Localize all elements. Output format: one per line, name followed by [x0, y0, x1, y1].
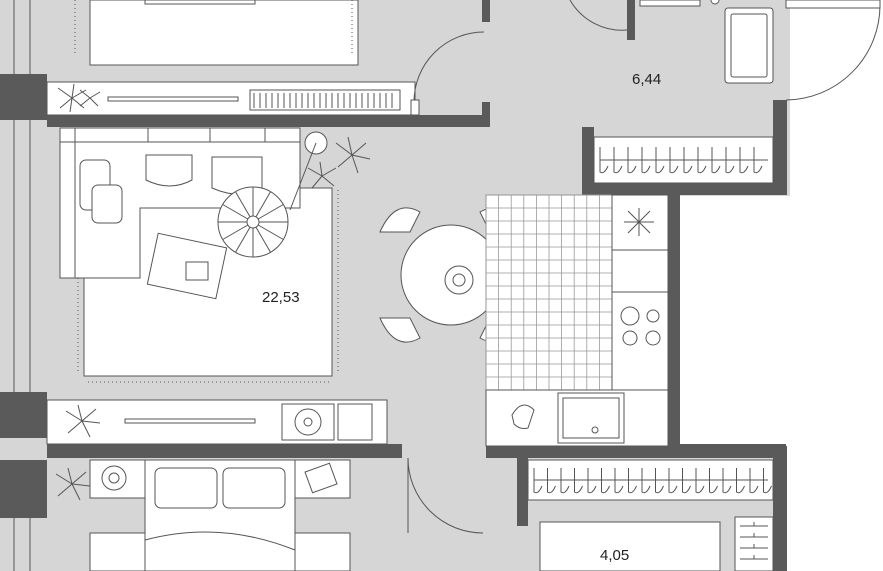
plant-icon [307, 161, 337, 189]
wardrobe-icon [593, 136, 774, 184]
exterior-area [680, 196, 883, 446]
top-shelf [46, 81, 416, 116]
wardrobe-icon [527, 459, 774, 571]
record-player-icon [281, 403, 373, 441]
exterior-area-bottom [786, 446, 883, 571]
bed-icon [89, 459, 351, 571]
spiral-stair-icon [217, 186, 289, 258]
plant-icon [57, 83, 101, 113]
books [253, 93, 393, 108]
living-area-label: 22,53 [262, 289, 300, 306]
storage-area-label: 4,05 [600, 547, 629, 564]
bathroom-area-label: 6,44 [632, 71, 661, 88]
dining-table-icon [400, 224, 502, 326]
top-bed [74, 0, 359, 66]
coffee-table-icon [146, 232, 228, 300]
walls [0, 0, 787, 571]
door-icon [407, 457, 484, 534]
entry-door-icon [785, 0, 881, 101]
door-bathroom-icon [569, 0, 628, 31]
sink-icon [485, 389, 669, 447]
armchair-icon [145, 154, 263, 195]
lower-nightstand [89, 459, 351, 499]
door-icon [410, 31, 485, 116]
stove-icon [611, 194, 669, 391]
lower-shelf [46, 399, 388, 445]
floor-lamp-icon [289, 131, 328, 211]
bathtub-icon [639, 0, 774, 84]
plant-icon [335, 136, 371, 174]
plant-icon [55, 467, 91, 501]
plant-icon [65, 404, 101, 438]
kitchen-tiles [485, 194, 613, 391]
